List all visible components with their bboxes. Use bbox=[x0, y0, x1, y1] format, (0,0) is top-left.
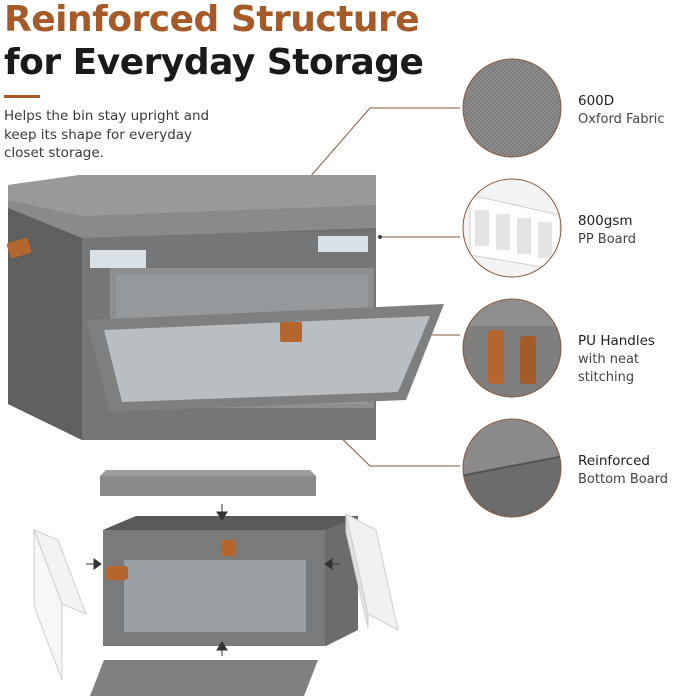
exploded-lid bbox=[100, 470, 316, 496]
feature-fabric-subtitle: Oxford Fabric bbox=[578, 111, 665, 127]
feature-bottom: Reinforced Bottom Board bbox=[578, 452, 668, 489]
pu-handles-detail bbox=[462, 298, 562, 398]
exploded-side-board-left bbox=[33, 529, 87, 681]
feature-handles: PU Handles with neat stitching bbox=[578, 332, 679, 387]
accent-bar bbox=[4, 95, 40, 98]
feature-board-title: 800gsm bbox=[578, 213, 633, 229]
exploded-side-board-right bbox=[345, 513, 399, 631]
pp-board-detail bbox=[462, 178, 562, 278]
exploded-bin bbox=[103, 516, 358, 646]
exploded-bottom-board bbox=[90, 660, 318, 696]
feature-bottom-subtitle: Bottom Board bbox=[578, 471, 669, 487]
feature-board-subtitle: PP Board bbox=[578, 231, 637, 247]
oxford-fabric-detail bbox=[462, 58, 562, 158]
headline-line2: for Everyday Storage bbox=[4, 42, 424, 83]
assembled-bin bbox=[6, 175, 444, 440]
description: Helps the bin stay upright and keep its … bbox=[4, 108, 210, 162]
feature-board: 800gsm PP Board bbox=[578, 212, 636, 249]
feature-fabric-title: 600D bbox=[578, 93, 615, 109]
bottom-board-detail bbox=[462, 418, 562, 518]
feature-fabric: 600D Oxford Fabric bbox=[578, 92, 665, 129]
feature-bottom-title: Reinforced bbox=[578, 453, 650, 469]
headline-line1: Reinforced Structure bbox=[4, 0, 420, 40]
feature-handles-title: PU Handles bbox=[578, 333, 655, 349]
feature-handles-subtitle: with neat stitching bbox=[578, 351, 640, 385]
assembly-arrows bbox=[86, 504, 340, 656]
